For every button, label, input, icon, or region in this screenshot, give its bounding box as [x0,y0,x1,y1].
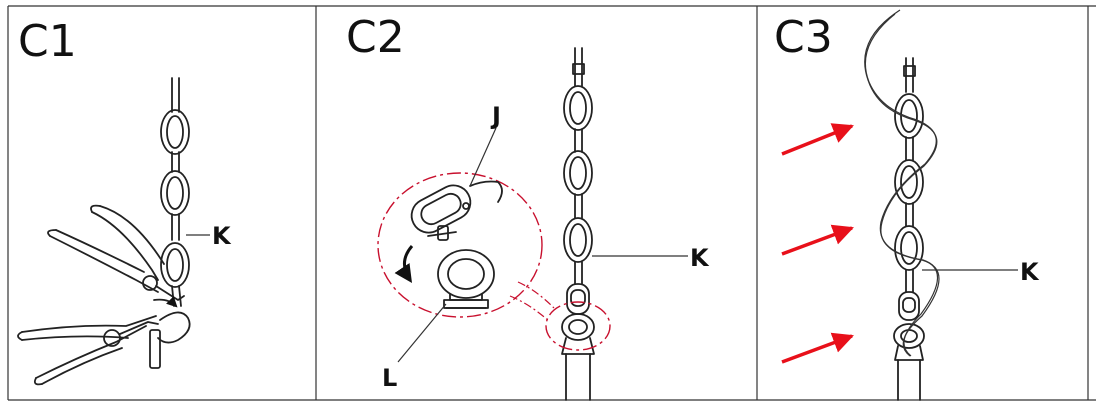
chain-icon [149,77,191,369]
rotate-arrow-icon [153,296,178,308]
pliers-icon [17,204,185,386]
chain-icon [561,47,595,401]
wire-icon [864,9,940,357]
panel-c1: C1 K [17,16,232,386]
panel-title-c1: C1 [18,16,77,67]
leader-line-l [397,303,447,363]
label-j: J [490,102,501,130]
magnify-callout-icon [377,172,611,351]
rotate-arrow-icon [394,245,414,283]
label-l: L [382,364,397,392]
panel-frame [7,5,1096,401]
leader-line-j [469,127,497,187]
panel-title-c3: C3 [774,12,833,63]
panel-c3: C3 [774,9,1040,401]
panel-title-c2: C2 [346,12,405,63]
panel-c2: C2 K [346,12,710,401]
quick-link-icon [410,180,503,241]
label-k-c3: K [1020,258,1040,286]
chain-icon [893,57,925,401]
label-k-c2: K [690,244,710,272]
label-k-c1: K [212,222,232,250]
eye-bolt-icon [437,249,495,309]
red-arrow-icon [781,123,854,364]
title-mask [830,14,842,60]
